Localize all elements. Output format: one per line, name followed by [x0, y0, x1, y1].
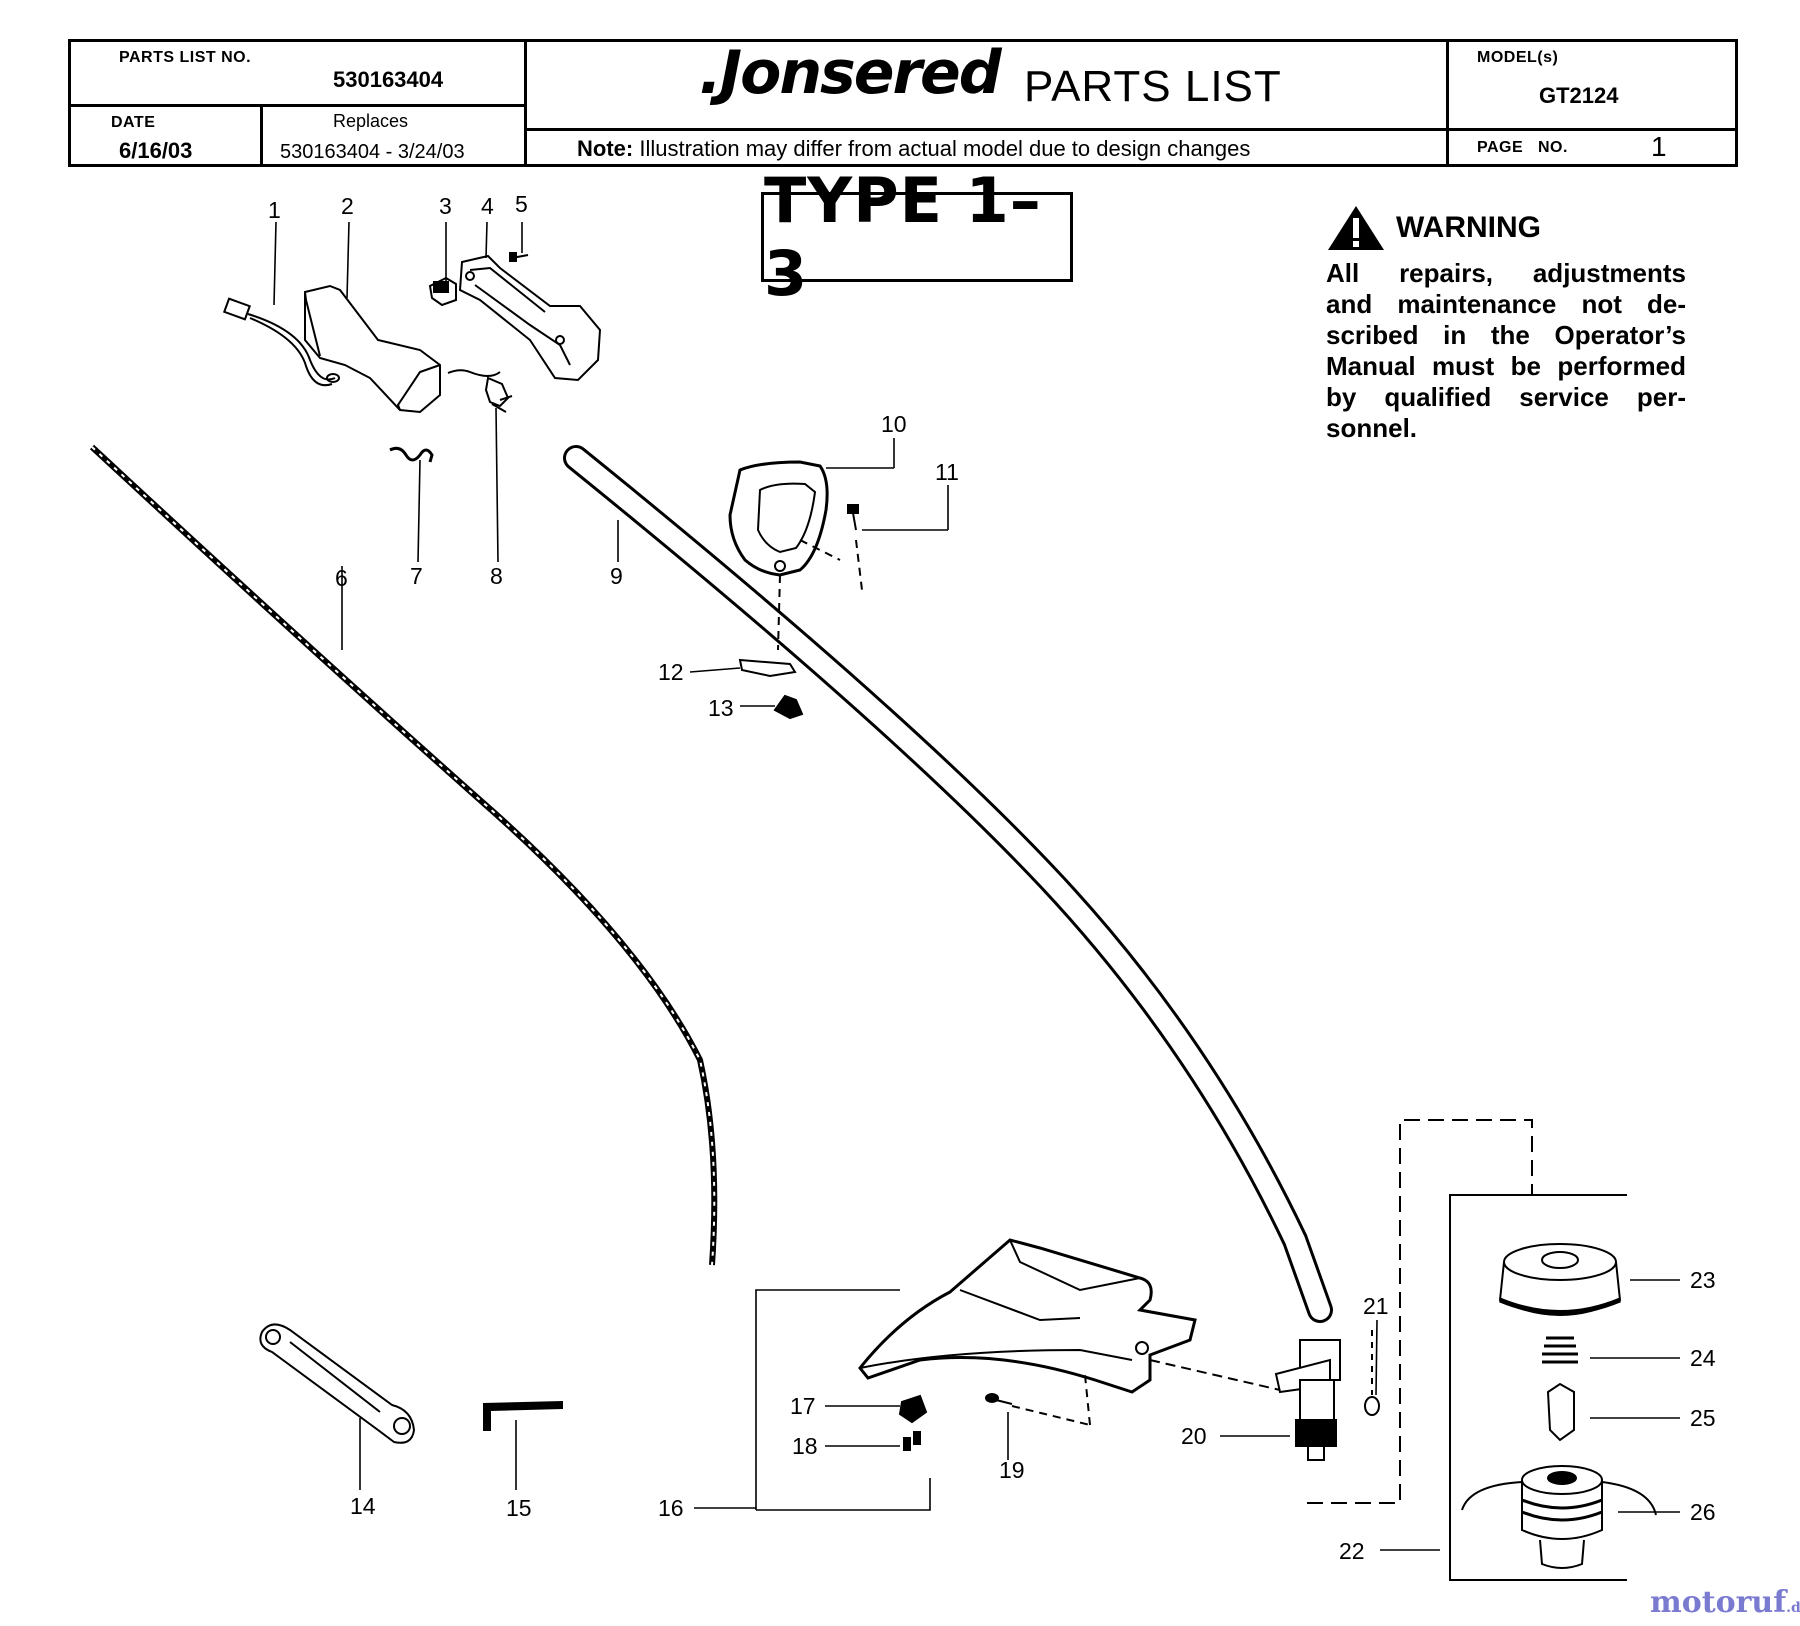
page-label: PAGE NO.: [1477, 139, 1568, 156]
part-18-screws: [903, 1431, 921, 1451]
callout-16: 16: [658, 1495, 684, 1521]
part-4-handle-housing: [458, 254, 602, 382]
callout-4: 4: [481, 193, 494, 219]
note-body: Illustration may differ from actual mode…: [639, 136, 1251, 161]
part-1-wire-harness: [222, 297, 340, 387]
part-6-drive-shaft: [89, 444, 718, 1266]
date-label: DATE: [111, 114, 156, 131]
part-12-clamp: [738, 658, 797, 678]
watermark: motoruf.de: [1650, 1585, 1800, 1620]
page-number: 1: [1651, 131, 1667, 162]
callout-2: 2: [341, 193, 354, 219]
parts-list-no: 530163404: [333, 67, 444, 92]
part-7-spring: [389, 446, 434, 463]
note-text: Note: Illustration may differ from actua…: [577, 136, 1250, 162]
callout-13: 13: [708, 695, 734, 721]
callout-11: 11: [935, 459, 959, 485]
warning-line: All repairs, adjustments: [1326, 258, 1686, 288]
part-2-handle-grip: [304, 284, 441, 414]
callout-25: 25: [1690, 1405, 1716, 1431]
warning-line: by qualified service per-: [1326, 382, 1686, 412]
part-26-spool: [1461, 1465, 1657, 1569]
watermark-suffix: .de: [1786, 1600, 1800, 1616]
warning-heading: WARNING: [1326, 204, 1541, 252]
replaces-label: Replaces: [333, 111, 409, 131]
model-value: GT2124: [1539, 83, 1619, 108]
part-17-bracket: [898, 1394, 928, 1424]
callout-1: 1: [268, 197, 281, 223]
warning-line: Manual must be performed: [1326, 351, 1686, 381]
warning-title: WARNING: [1396, 211, 1541, 244]
callout-14: 14: [350, 1493, 376, 1519]
part-24-spring: [1542, 1336, 1578, 1364]
warning-line: sonnel.: [1326, 413, 1418, 443]
callout-6: 6: [335, 565, 348, 591]
callout-9: 9: [610, 563, 623, 589]
note-label: Note:: [577, 136, 634, 161]
leader-lines: [273, 221, 1680, 1551]
parts-list-no-label: PARTS LIST NO.: [119, 49, 252, 66]
part-16-guard: [858, 1238, 1197, 1394]
part-14-wrench: [259, 1323, 416, 1444]
part-13-wing-nut: [773, 694, 804, 720]
callout-8: 8: [490, 563, 503, 589]
callout-17: 17: [790, 1393, 816, 1419]
callout-12: 12: [658, 659, 684, 685]
part-11-bolt: [847, 504, 859, 531]
part-9-drive-tube: [563, 445, 1333, 1323]
models-label: MODEL(s): [1477, 49, 1559, 66]
date-value: 6/16/03: [119, 138, 193, 163]
page-title: PARTS LIST: [1024, 62, 1282, 111]
callout-21: 21: [1363, 1293, 1389, 1319]
type-label: TYPE 1–3: [764, 164, 1042, 310]
divider: [71, 104, 527, 107]
callout-22: 22: [1339, 1538, 1365, 1564]
divider: [1446, 42, 1449, 164]
callout-10: 10: [881, 411, 907, 437]
part-3-trigger: [428, 276, 457, 307]
type-box: TYPE 1–3: [761, 164, 1073, 310]
divider: [524, 128, 1735, 131]
header-table: PARTS LIST NO. 530163404 DATE 6/16/03 Re…: [68, 38, 1738, 167]
callout-5: 5: [515, 191, 528, 217]
callout-20: 20: [1181, 1423, 1207, 1449]
replaces-value: 530163404 - 3/24/03: [280, 141, 465, 163]
callout-3: 3: [439, 193, 452, 219]
callout-26: 26: [1690, 1499, 1716, 1525]
callout-19: 19: [999, 1457, 1025, 1483]
warning-line: scribed in the Operator’s: [1326, 320, 1686, 350]
callout-7: 7: [410, 563, 423, 589]
part-10-loop-handle: [728, 460, 829, 577]
part-20-gearhead: [1274, 1339, 1341, 1461]
part-21-nut: [1364, 1396, 1380, 1416]
brand-logo: .Jonsered: [699, 38, 1002, 108]
part-15-hex-key: [483, 1400, 563, 1431]
part-19-screw: [985, 1393, 1013, 1405]
part-8-switch: [447, 369, 513, 413]
watermark-text: motoruf: [1650, 1585, 1787, 1620]
part-5-screw: [509, 252, 529, 262]
divider: [260, 104, 263, 164]
warning-text: All repairs, adjustments and maintenance…: [1326, 258, 1686, 444]
part-25-eyelet: [1546, 1382, 1575, 1442]
warning-line: and maintenance not de-: [1326, 289, 1686, 319]
callout-24: 24: [1690, 1345, 1716, 1371]
divider: [524, 42, 527, 164]
callout-23: 23: [1690, 1267, 1716, 1293]
callout-18: 18: [792, 1433, 818, 1459]
part-23-spool-cover: [1498, 1243, 1622, 1316]
warning-triangle-icon: [1328, 206, 1384, 250]
callout-15: 15: [506, 1495, 532, 1521]
